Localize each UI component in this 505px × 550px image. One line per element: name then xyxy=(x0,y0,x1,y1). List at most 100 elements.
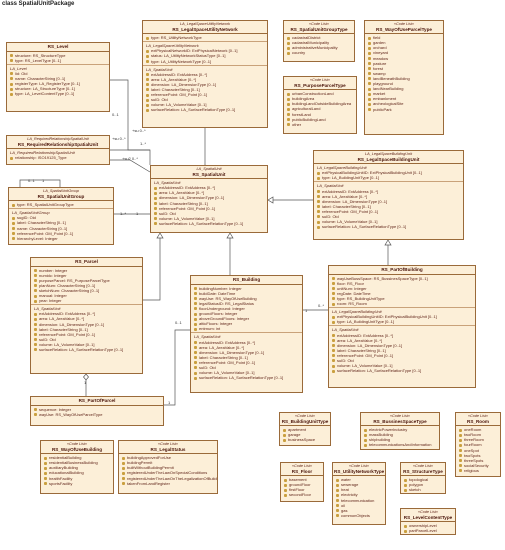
codelist-value: embankment xyxy=(368,96,441,101)
codelist-name: RS_Floor xyxy=(291,468,313,474)
codelist-value: registeredUnderTheLawOnSpecialConditions xyxy=(122,470,215,475)
attribute-row: surfaceRelation: LA_SurfaceRelationType … xyxy=(34,347,140,352)
codelist-stereotype: «Code List» xyxy=(417,510,439,514)
attribute-row: suID: Oid xyxy=(146,97,265,102)
attribute-row: referencePoint: GM_Point [0..1] xyxy=(154,206,265,211)
codelist-value: threeRoom xyxy=(459,437,498,442)
attribute-row: unitNum: Integer xyxy=(332,286,473,291)
codelist-value: cadastralDistrict xyxy=(287,35,352,40)
multiplicity-label: 1 xyxy=(136,211,139,216)
codelist-name: RS_SpatialUnitGroupType xyxy=(290,26,348,32)
attribute-row: surfaceRelation: LA_SurfaceRelationType … xyxy=(194,375,300,380)
attribute-row: volume: LA_VolumeValue [0..1] xyxy=(194,370,300,375)
attribute-row: extAddressID: ExtAddress [0..*] xyxy=(332,333,473,338)
codelist-stereotype: «Code List» xyxy=(66,442,88,446)
codelist-value: apartment xyxy=(283,427,328,432)
codelist-value: ownershipLevel xyxy=(404,523,453,528)
attribute-row: type: LA_LevelContentType [0..1] xyxy=(10,91,107,96)
attribute-row: suID: Oid xyxy=(332,358,473,363)
attribute-row: type: LA_UtilityNetworkType [0..1] xyxy=(146,59,265,64)
attribute-row: wayUse: RS_WayOfUseParcelType xyxy=(34,412,161,417)
generalization-arrow xyxy=(384,239,392,246)
codelist-value: basement xyxy=(284,477,321,482)
codelist-value: other xyxy=(287,122,354,127)
codelist-value: administrativeMunicipality xyxy=(287,45,352,50)
attribute-row: wayUse: RS_WayOfUseBuilding xyxy=(194,296,300,301)
attribute-row: referencePoint: GM_Point [0..1] xyxy=(34,332,140,337)
attribute-row: dimension: LA_DimensionType [0..1] xyxy=(332,343,473,348)
attribute-row: name: CharacterString [0..1] xyxy=(10,76,107,81)
codelist-stereotype: «Code List» xyxy=(308,22,330,26)
attribute-row: sketchNum: CharacterString [0..1] xyxy=(34,288,140,293)
attribute-row: label: CharacterString [0..1] xyxy=(146,87,265,92)
attribute-row: number: Integer xyxy=(34,268,140,273)
codelist-value: registeredUnderTheLawOnTheLegalizationOf… xyxy=(122,476,217,481)
codelist-stereotype: «Code List» xyxy=(389,414,411,418)
attribute-row: room: RS_Room xyxy=(332,301,473,306)
codelist-value: socialSecurity xyxy=(459,463,498,468)
package-title: class SpatialUnitPackage xyxy=(2,1,75,7)
attribute-row: type: RS_LevelType [0..1] xyxy=(10,58,107,63)
attribute-row: dimension: LA_DimensionType [0..1] xyxy=(317,199,461,204)
attribute-row: atticFloors: Integer xyxy=(194,321,300,326)
codelist-value: educationalBuilding xyxy=(44,470,111,475)
attribute-row: extAddressID: ExtAddress [0..*] xyxy=(146,72,265,77)
attribute-row: referencePoint: GM_Point [0..1] xyxy=(12,231,111,236)
attribute-row: type: RS_BuildingUnitType xyxy=(332,296,473,301)
codelist-value: buildingApprovedForUse xyxy=(122,455,215,460)
class-note: LA_LegalSpaceBuildingUnit xyxy=(364,152,413,156)
codelist-value: vineyard xyxy=(368,50,441,55)
codelist-stereotype: «Code List» xyxy=(348,464,370,468)
attribute-row: name: CharacterString [0..1] xyxy=(12,226,111,231)
codelist-header: «Code List»RS_WayOfUseBuilding xyxy=(41,441,113,455)
class-name: RS_RequiredRelationshipSpatialUnit xyxy=(17,141,99,147)
section-subtitle: LA_SpatialUnit xyxy=(146,66,173,72)
codelist-value: publicBuildingLand xyxy=(287,117,354,122)
codelist-value: publicPark xyxy=(368,107,441,112)
attribute-row: structure: LA_StructureType [0..1] xyxy=(10,86,107,91)
attribute-row: suID: Oid xyxy=(317,214,461,219)
class-name: RS_Level xyxy=(47,44,69,49)
attribute-row: structure: RS_StructureType xyxy=(10,53,107,58)
codelist-value: firstFloor xyxy=(284,487,321,492)
class-note: LA_RequiredRelationshipSpatialUnit xyxy=(27,137,89,141)
codelist-header: «Code List»RS_Room xyxy=(456,413,500,427)
codelist-value: residentialBusinessBuilding xyxy=(44,460,111,465)
attribute-row: regDate: DateTime xyxy=(332,291,473,296)
attribute-row: groundFloors: Integer xyxy=(194,311,300,316)
codelist-value: urbanConstructionLand xyxy=(287,91,354,96)
section-subtitle: LA_SpatialUnit xyxy=(194,334,221,340)
attribute-row: surfaceRelation: LA_SurfaceRelationType … xyxy=(332,368,473,373)
codelist-stereotype: «Code List» xyxy=(294,414,316,418)
